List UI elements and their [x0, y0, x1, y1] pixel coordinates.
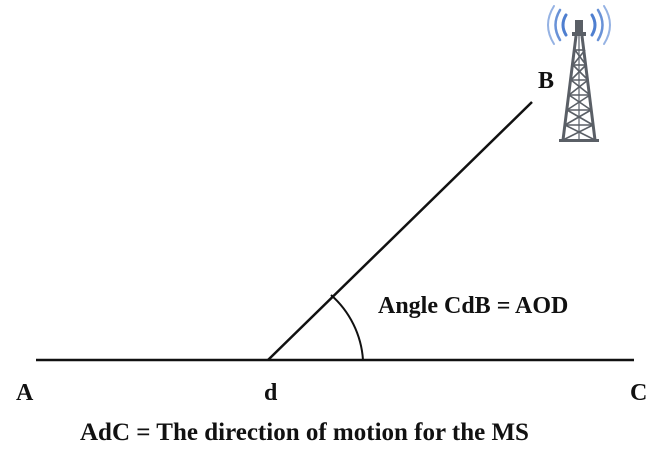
- angle-arc: [330, 294, 364, 361]
- point-label-b: B: [538, 68, 554, 94]
- signal-waves-icon: [547, 5, 611, 45]
- angle-label: Angle CdB = AOD: [378, 293, 568, 319]
- point-label-a: A: [16, 380, 34, 406]
- point-label-c: C: [630, 380, 647, 406]
- point-label-d: d: [264, 380, 278, 406]
- cell-tower-icon: [547, 5, 611, 142]
- diagram-caption: AdC = The direction of motion for the MS: [80, 419, 529, 446]
- line-d-to-b: [267, 101, 533, 361]
